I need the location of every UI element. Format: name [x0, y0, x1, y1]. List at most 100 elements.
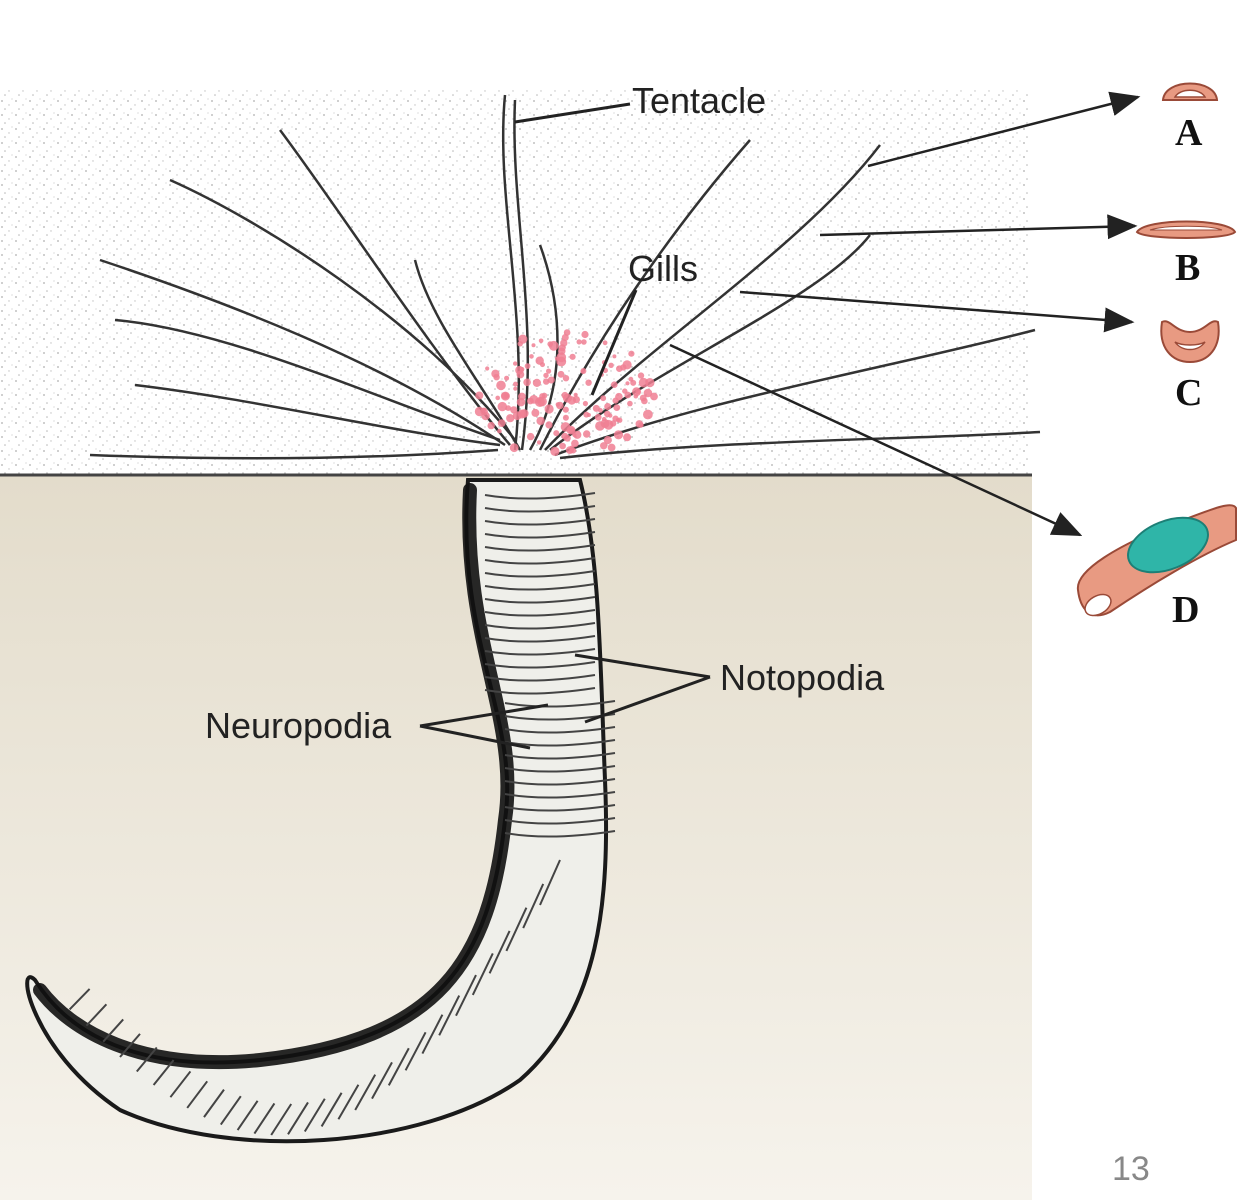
- gill-filament: [491, 369, 500, 378]
- page-number: 13: [1112, 1150, 1150, 1188]
- gill-filament: [516, 397, 526, 407]
- body-segment: [484, 531, 596, 539]
- body-segment: [484, 505, 596, 513]
- body-segment: [320, 1092, 343, 1127]
- gill-filament: [595, 421, 605, 431]
- gill-filament: [581, 339, 587, 345]
- gill-filament: [638, 422, 644, 428]
- gill-filament: [523, 378, 531, 387]
- body-segment: [471, 953, 494, 996]
- body-segment: [484, 596, 596, 604]
- gill-filament: [506, 414, 515, 423]
- gill-filament: [532, 378, 542, 387]
- section-a-shape: [1161, 82, 1219, 101]
- gill-filament: [576, 339, 582, 345]
- body-segment: [421, 1014, 444, 1054]
- body-segment: [504, 804, 616, 812]
- gill-filament: [600, 442, 608, 450]
- body-segment: [119, 1033, 141, 1058]
- gill-filament: [598, 408, 603, 413]
- leader-lines: [419, 102, 711, 750]
- gill-filament: [513, 361, 518, 366]
- body-segment: [484, 583, 596, 591]
- gill-filament: [643, 409, 653, 420]
- section-letter-c: C: [1175, 372, 1202, 414]
- gill-filament: [612, 354, 617, 359]
- body-segment: [504, 778, 616, 786]
- body-segment: [136, 1046, 158, 1073]
- body-segment: [488, 930, 511, 974]
- gill-filament: [556, 352, 567, 363]
- body-segment: [484, 570, 596, 578]
- gill-filament: [569, 353, 576, 360]
- gill-filament: [495, 395, 501, 401]
- gill-filament: [535, 356, 544, 365]
- neuropodia-label: Neuropodia: [205, 705, 392, 746]
- gill-filament: [548, 340, 559, 351]
- neuropodia-leader-1: [419, 703, 549, 728]
- body-segment: [236, 1100, 259, 1131]
- gill-filament: [594, 413, 602, 421]
- gill-filament: [559, 442, 566, 450]
- food-bolus: [1127, 516, 1209, 574]
- body-segment: [504, 726, 616, 734]
- body-segment: [504, 791, 616, 799]
- gill-filament: [547, 376, 555, 384]
- body-segment: [504, 830, 616, 838]
- neuropodia-leader-2: [419, 724, 531, 750]
- gill-filament: [561, 391, 569, 399]
- body-segment: [484, 622, 596, 630]
- gill-filament: [529, 354, 534, 359]
- gill-filament: [543, 372, 549, 379]
- section-letter-d: D: [1172, 589, 1199, 631]
- gill-filament: [553, 430, 560, 437]
- gill-filament: [633, 393, 639, 399]
- gill-filament: [585, 379, 592, 386]
- gill-filament: [545, 421, 553, 429]
- gill-filament: [546, 368, 552, 374]
- gill-filament: [580, 368, 587, 374]
- gill-filament: [603, 436, 612, 445]
- section-b-shape: [1135, 220, 1237, 239]
- gill-filament: [496, 380, 506, 391]
- gill-filament: [567, 396, 576, 405]
- gill-filament: [557, 370, 565, 378]
- worm-body: [25, 478, 616, 1144]
- gill-filament: [504, 375, 510, 381]
- gill-filament: [516, 370, 525, 379]
- gill-filament: [635, 389, 641, 395]
- gill-filament: [510, 406, 518, 414]
- gill-filament: [501, 392, 509, 400]
- gills-label: Gills: [628, 248, 698, 289]
- gill-filament: [524, 363, 531, 369]
- body-segment: [484, 557, 596, 565]
- gill-filament: [558, 344, 566, 352]
- gill-filament: [562, 375, 570, 382]
- gill-filament: [615, 418, 621, 423]
- gill-filament: [513, 381, 518, 387]
- body-segments: [68, 492, 616, 1136]
- body-segment: [203, 1089, 225, 1118]
- arrow-to-d: [669, 343, 1083, 537]
- body-segment: [270, 1103, 293, 1136]
- gill-filament: [497, 419, 506, 427]
- arrow-to-c: [739, 290, 1135, 333]
- body-segment: [186, 1080, 208, 1109]
- body-segment: [387, 1047, 410, 1086]
- gill-filament: [637, 372, 645, 379]
- gill-filament: [531, 343, 536, 348]
- gill-filament: [583, 411, 590, 418]
- tentacles: [89, 94, 1041, 460]
- gill-filament: [583, 430, 591, 438]
- notopodia-label: Notopodia: [720, 657, 885, 698]
- body-segment: [504, 700, 616, 708]
- body-segment: [219, 1095, 242, 1126]
- gill-filament: [607, 443, 616, 452]
- gill-filament: [544, 404, 554, 414]
- gill-filament: [613, 430, 624, 440]
- gill-filament: [531, 408, 540, 417]
- gill-filament: [581, 330, 589, 339]
- gill-filament: [582, 400, 589, 407]
- body-segment: [404, 1031, 427, 1071]
- body-segment: [303, 1098, 326, 1132]
